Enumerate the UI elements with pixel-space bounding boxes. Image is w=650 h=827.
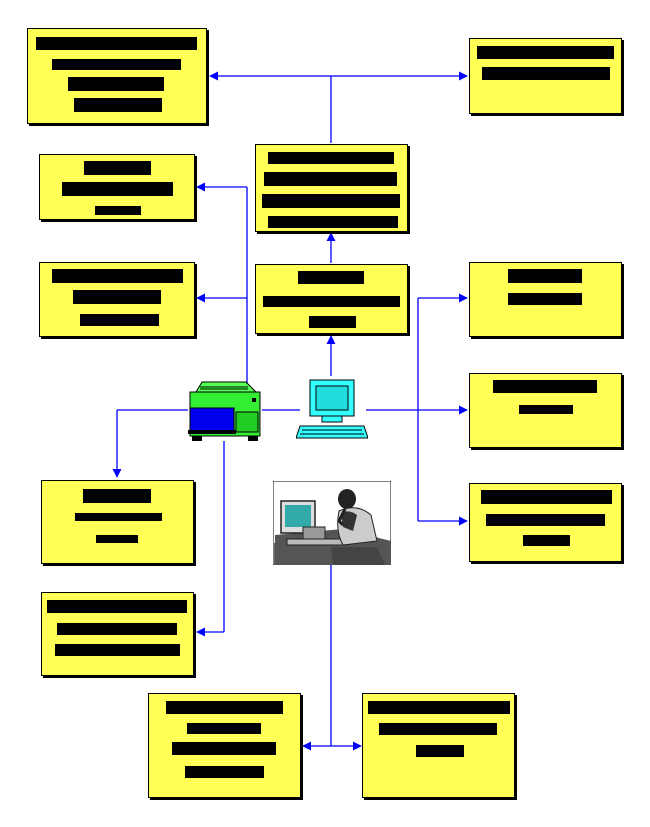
box-left-3 (39, 262, 195, 337)
box-right-3 (469, 373, 622, 448)
box-right-4 (469, 483, 622, 562)
redacted-text-bar (52, 269, 183, 283)
redacted-text-bar (185, 766, 264, 778)
redacted-text-bar (96, 535, 138, 543)
box-top-right (469, 38, 622, 114)
redacted-text-bar (493, 380, 597, 393)
redacted-text-bar (508, 269, 582, 283)
redacted-text-bar (309, 316, 356, 328)
redacted-text-bar (416, 745, 464, 757)
redacted-text-bar (508, 293, 582, 305)
redacted-text-bar (519, 405, 573, 414)
redacted-text-bar (52, 59, 181, 70)
redacted-text-bar (268, 152, 394, 164)
redacted-text-bar (55, 644, 180, 656)
redacted-text-bar (75, 513, 162, 521)
redacted-text-bar (481, 490, 612, 504)
box-right-2 (469, 262, 622, 337)
redacted-text-bar (263, 296, 400, 307)
redacted-text-bar (379, 723, 497, 735)
redacted-text-bar (36, 37, 197, 50)
box-left-4 (41, 480, 194, 564)
redacted-text-bar (62, 182, 173, 196)
box-bottom-right (362, 693, 515, 798)
redacted-text-bar (368, 701, 510, 714)
redacted-text-bar (172, 742, 276, 755)
box-bottom-left (148, 693, 301, 798)
printer-icon (188, 381, 261, 441)
redacted-text-bar (523, 535, 570, 546)
redacted-text-bar (264, 172, 397, 186)
redacted-text-bar (262, 194, 400, 208)
redacted-text-bar (268, 216, 398, 228)
box-top-left (27, 28, 207, 124)
redacted-text-bar (187, 723, 261, 734)
redacted-text-bar (298, 271, 364, 284)
box-left-5 (41, 592, 194, 676)
redacted-text-bar (73, 290, 161, 304)
redacted-text-bar (68, 77, 164, 91)
redacted-text-bar (74, 98, 162, 112)
redacted-text-bar (47, 600, 187, 613)
redacted-text-bar (166, 701, 283, 714)
redacted-text-bar (83, 489, 151, 503)
office-worker-photo (273, 481, 391, 565)
redacted-text-bar (84, 161, 151, 175)
box-center-top (255, 144, 408, 232)
redacted-text-bar (80, 314, 159, 326)
redacted-text-bar (477, 46, 614, 59)
redacted-text-bar (482, 67, 610, 80)
computer-icon (296, 379, 368, 439)
redacted-text-bar (57, 623, 177, 635)
redacted-text-bar (486, 514, 605, 526)
redacted-text-bar (95, 206, 141, 215)
box-center-middle (255, 264, 408, 334)
box-left-2 (39, 154, 195, 220)
